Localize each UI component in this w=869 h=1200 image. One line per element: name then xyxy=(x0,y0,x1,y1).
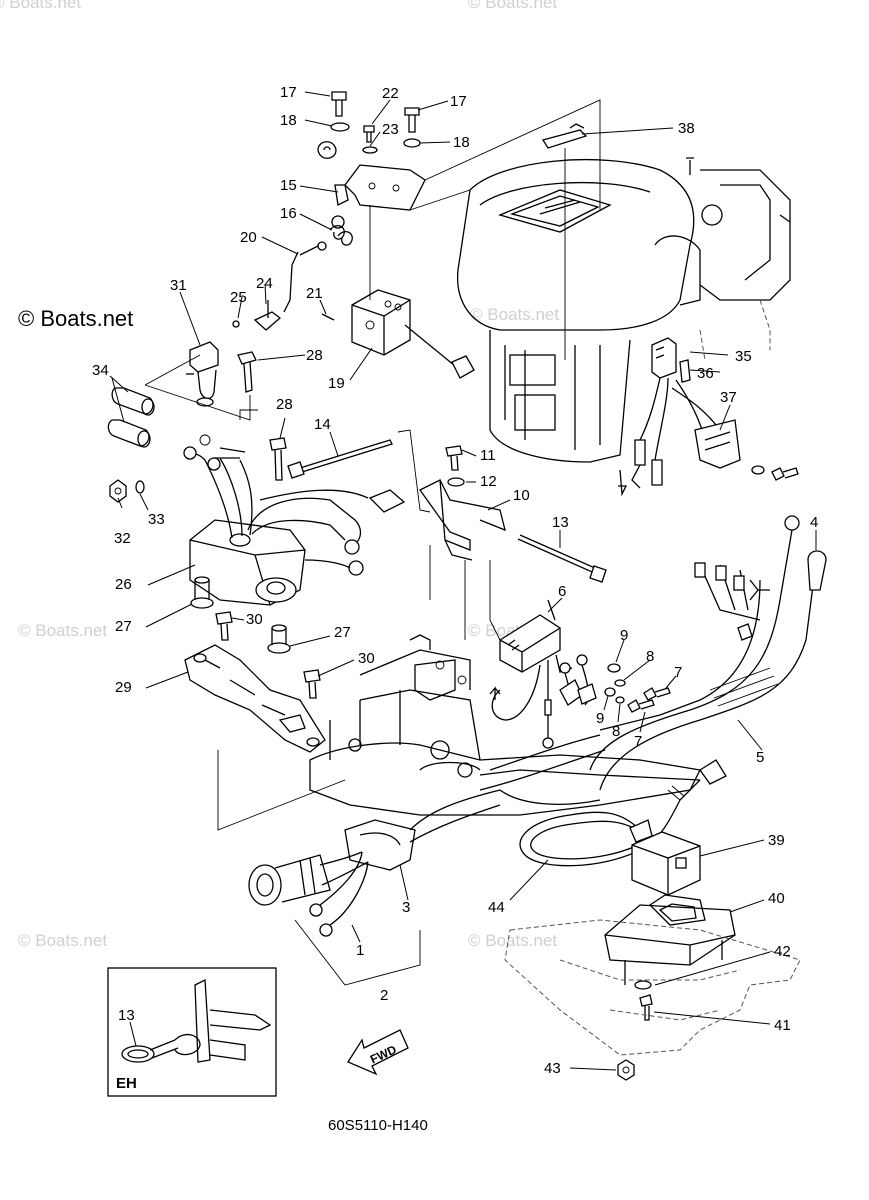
callout-44: 44 xyxy=(488,899,505,916)
part-cap-34 xyxy=(107,387,155,448)
callout-41: 41 xyxy=(774,1017,791,1034)
watermark-brand: © Boats.net xyxy=(18,306,133,331)
callout-5: 5 xyxy=(756,749,764,766)
callout-15: 15 xyxy=(280,177,297,194)
callout-9b: 9 xyxy=(596,710,604,727)
callout-27a: 27 xyxy=(115,618,132,635)
part-nut-32 xyxy=(109,479,145,503)
callout-31: 31 xyxy=(170,277,187,294)
part-bracket-37 xyxy=(694,419,799,481)
callout-labels: 17 18 22 23 17 18 15 16 20 24 25 21 19 2… xyxy=(92,84,818,1077)
part-rectifier-6 xyxy=(489,560,597,749)
callout-21: 21 xyxy=(306,285,323,302)
part-coil-26 xyxy=(183,434,406,606)
callout-43: 43 xyxy=(544,1060,561,1077)
part-strap-13 xyxy=(517,534,607,583)
callout-28a: 28 xyxy=(306,347,323,364)
callout-28b: 28 xyxy=(276,396,293,413)
callout-8b: 8 xyxy=(612,723,620,740)
diagram-code: 60S5110-H140 xyxy=(328,1117,428,1134)
part-harness-5 xyxy=(479,515,827,791)
callout-42: 42 xyxy=(774,943,791,960)
part-bolt-41-42 xyxy=(634,980,653,1021)
part-bracket-10 xyxy=(419,445,506,640)
callout-29: 29 xyxy=(115,679,132,696)
callout-11: 11 xyxy=(480,447,496,464)
callout-20: 20 xyxy=(240,229,257,246)
part-strap-14 xyxy=(287,429,431,513)
callout-4: 4 xyxy=(810,514,818,531)
watermark-top-left: © Boats.net xyxy=(0,0,81,12)
fwd-arrow: FWD xyxy=(347,1029,409,1076)
part-nut-43 xyxy=(617,1059,635,1081)
watermark-layer: © Boats.net © Boats.net © Boats.net © Bo… xyxy=(0,0,559,950)
callout-2: 2 xyxy=(380,987,388,1004)
callout-19: 19 xyxy=(328,375,345,392)
part-bolt-28 xyxy=(237,351,287,481)
callout-30a: 30 xyxy=(246,611,263,628)
part-grommet-27 xyxy=(190,576,291,654)
callout-23: 23 xyxy=(382,121,399,138)
callout-39: 39 xyxy=(768,832,785,849)
part-terminal-31 xyxy=(144,341,251,421)
callout-1: 1 xyxy=(356,942,364,959)
callout-34: 34 xyxy=(92,362,109,379)
callout-leaders xyxy=(109,91,817,1071)
callout-30b: 30 xyxy=(358,650,375,667)
part-keyswitch-2 xyxy=(248,851,421,986)
callout-35: 35 xyxy=(735,348,752,365)
watermark-low-right: © Boats.net xyxy=(468,931,557,950)
part-clip-38 xyxy=(541,123,588,360)
part-relay-39 xyxy=(631,831,701,896)
engine-block xyxy=(456,157,791,463)
part-bolt-30 xyxy=(215,611,321,699)
callout-13: 13 xyxy=(552,514,569,531)
callout-6: 6 xyxy=(558,583,566,600)
callout-14: 14 xyxy=(314,416,331,433)
callout-7a: 7 xyxy=(674,664,682,681)
callout-12: 12 xyxy=(480,473,497,490)
engine-mount-plate xyxy=(504,919,801,1056)
watermark-engine: © Boats.net xyxy=(470,305,559,324)
callout-3: 3 xyxy=(402,899,410,916)
part-mount-40 xyxy=(604,894,736,985)
watermark-top-right: © Boats.net xyxy=(468,0,557,12)
callout-8a: 8 xyxy=(646,648,654,665)
callout-18b: 18 xyxy=(453,134,470,151)
callout-37: 37 xyxy=(720,389,737,406)
callout-25: 25 xyxy=(230,289,247,306)
bottom-cowling xyxy=(309,634,701,816)
callout-24: 24 xyxy=(256,275,273,292)
part-bracket-29 xyxy=(184,644,326,753)
part-bracket-cluster xyxy=(232,91,601,379)
callout-36: 36 xyxy=(697,365,714,382)
inset-eh: EH xyxy=(107,967,277,1097)
callout-16: 16 xyxy=(280,205,297,222)
callout-40: 40 xyxy=(768,890,785,907)
callout-9a: 9 xyxy=(620,627,628,644)
part-grommet-3 xyxy=(344,789,501,871)
watermark-low-left: © Boats.net xyxy=(18,931,107,950)
callout-27b: 27 xyxy=(334,624,351,641)
callout-17a: 17 xyxy=(280,84,297,101)
callout-18a: 18 xyxy=(280,112,297,129)
callout-17b: 17 xyxy=(450,93,467,110)
callout-13-inset: 13 xyxy=(118,1007,135,1024)
callout-26: 26 xyxy=(115,576,132,593)
callout-33: 33 xyxy=(148,511,165,528)
callout-7b: 7 xyxy=(634,733,642,750)
part-connector-35 xyxy=(618,337,721,497)
callout-10: 10 xyxy=(513,487,530,504)
callout-22: 22 xyxy=(382,85,399,102)
watermark-mid-left: © Boats.net xyxy=(18,621,107,640)
callout-32: 32 xyxy=(114,530,131,547)
inset-eh-label: EH xyxy=(116,1075,137,1092)
part-fasteners-7-9 xyxy=(604,663,671,713)
guide-lines xyxy=(217,200,601,831)
callout-38: 38 xyxy=(678,120,695,137)
